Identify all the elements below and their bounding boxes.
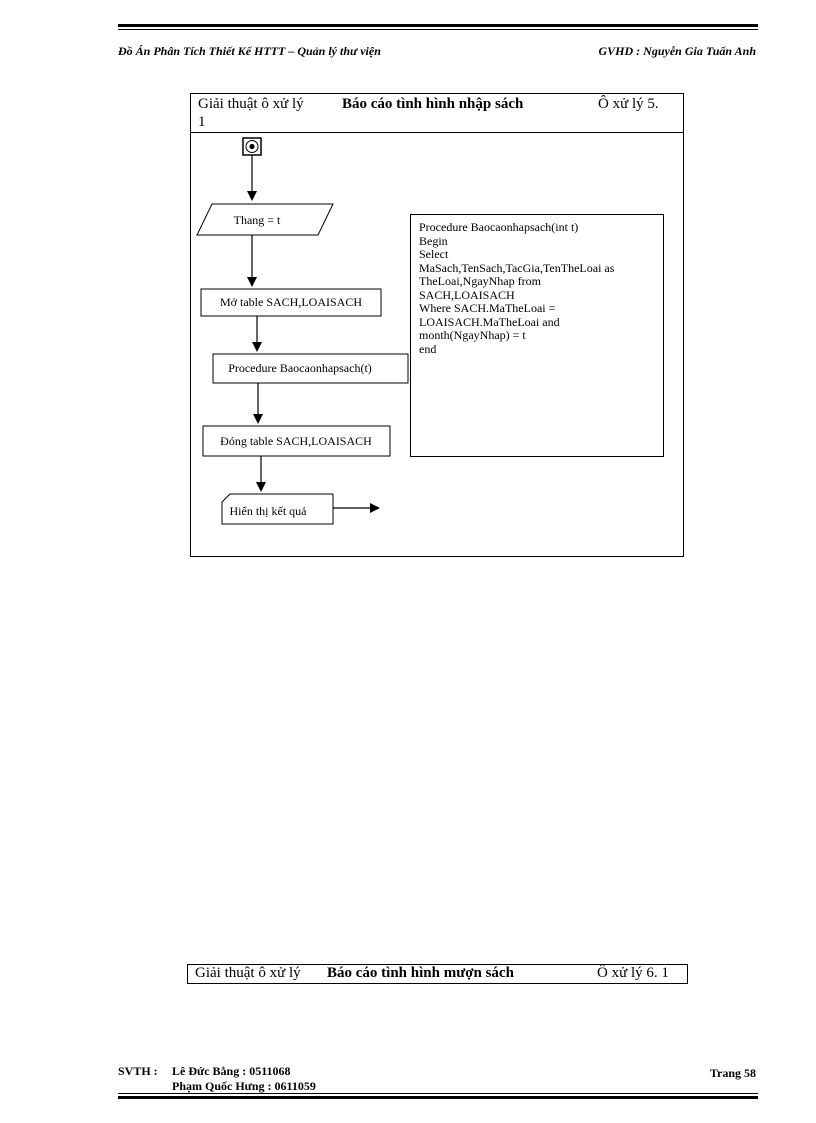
procedure-line: SACH,LOAISACH	[419, 287, 515, 302]
header-rule-thick	[118, 24, 758, 27]
footer-student-1: Lê Đức Bằng : 0511068	[172, 1064, 291, 1078]
header-advisor: GVHD : Nguyễn Gia Tuấn Anh	[598, 44, 756, 58]
footer-page-number: Trang 58	[709, 1066, 756, 1080]
algorithm-2-title: Báo cáo tình hình mượn sách	[327, 965, 514, 981]
input-node	[196, 203, 334, 236]
footer-svth-label: SVTH :	[118, 1064, 158, 1078]
start-symbol	[242, 137, 262, 156]
procedure-line: Select	[419, 247, 449, 261]
close-table-label: Đóng table SACH,LOAISACH	[220, 434, 372, 448]
procedure-line: month(NgayNhap) = t	[419, 328, 526, 342]
algorithm-code-continued: 1	[198, 114, 206, 130]
algorithm-code: Ô xử lý 5.	[598, 96, 659, 112]
procedure-line: Procedure Baocaonhapsach(int t)	[419, 220, 579, 234]
open-table-label: Mở table SACH,LOAISACH	[220, 295, 362, 309]
footer-student-2: Phạm Quốc Hưng : 0611059	[172, 1079, 316, 1093]
algorithm-box-2: Giải thuật ô xử lý Báo cáo tình hình mượ…	[187, 964, 688, 984]
algorithm-header-1: Giải thuật ô xử lý Báo cáo tình hình nhậ…	[191, 94, 683, 133]
procedure-line: TheLoai,NgayNhap from	[419, 274, 541, 288]
algorithm-title: Báo cáo tình hình nhập sách	[342, 96, 524, 112]
algorithm-2-label: Giải thuật ô xử lý	[195, 965, 301, 981]
input-node-label: Thang = t	[234, 213, 281, 227]
algorithm-label: Giải thuật ô xử lý	[198, 96, 304, 112]
display-node	[221, 493, 334, 525]
algorithm-box-1: Giải thuật ô xử lý Báo cáo tình hình nhậ…	[190, 93, 684, 557]
header-rule-thin	[118, 29, 758, 30]
footer-rule-thick	[118, 1096, 758, 1099]
procedure-line: LOAISACH.MaTheLoai and	[419, 314, 560, 329]
procedure-line: end	[419, 341, 437, 356]
procedure-call-label: Procedure Baocaonhapsach(t)	[228, 361, 372, 375]
footer-rule-thin	[118, 1093, 758, 1094]
display-node-label: Hiển thị kết quả	[230, 504, 308, 518]
procedure-line: Where SACH.MaTheLoai =	[419, 301, 556, 315]
procedure-call-node	[212, 353, 409, 384]
procedure-line: MaSach,TenSach,TacGia,TenTheLoai as	[419, 260, 615, 275]
procedure-line: Begin	[419, 233, 448, 248]
header-title: Đồ Án Phân Tích Thiết Kế HTTT – Quản lý …	[118, 44, 381, 58]
close-table-node	[202, 425, 391, 457]
algorithm-2-code: Ô xử lý 6. 1	[597, 965, 669, 981]
open-table-node	[200, 288, 382, 317]
procedure-code-box: Procedure Baocaonhapsach(int t) Begin Se…	[410, 214, 664, 457]
